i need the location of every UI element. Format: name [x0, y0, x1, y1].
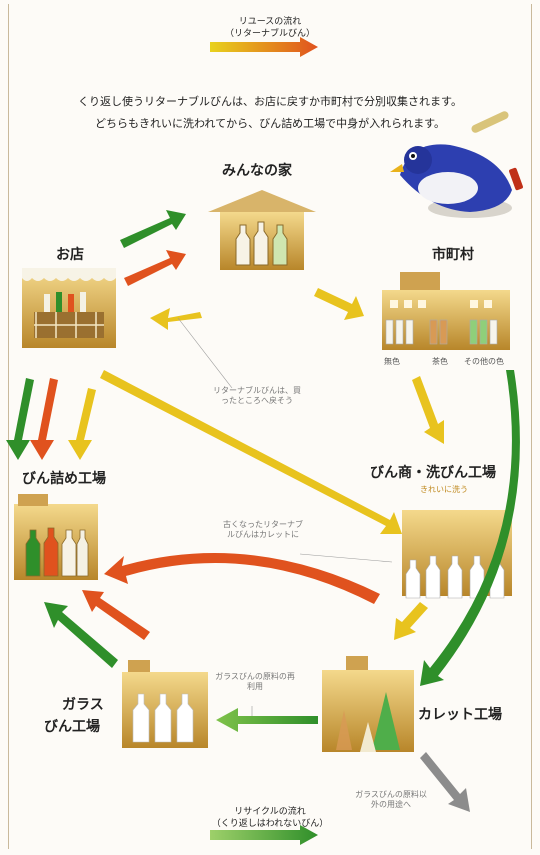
note-pointers [177, 317, 393, 716]
note-returnable-shop: リターナブルびんは、買ったところへ戻そう [213, 386, 301, 405]
node-shop: お店 [56, 247, 84, 263]
intro-line-2: どちらもきれいに洗われてから、びん詰め工場で中身が入れられます。 [94, 117, 446, 130]
node-bottle-washing: びん商・洗びん工場 [370, 465, 496, 481]
filling-factory-icon [14, 494, 98, 580]
note-cullet-main-material: ガラスびんの原料の再利用 [215, 672, 295, 691]
node-home: みんなの家 [222, 163, 292, 179]
house-icon [208, 190, 316, 270]
legend-reuse-subtitle: （リターナブルびん） [224, 29, 315, 39]
shop-icon [22, 268, 116, 348]
intro-line-1: くり返し使うリターナブルびんは、お店に戻すか市町村で分別収集されます。 [78, 95, 462, 108]
note-old-to-cullet: 古くなったリターナブルびんはカレットに [223, 520, 303, 539]
node-glass-factory-line-1: ガラス [62, 697, 104, 713]
penguin-mascot-icon [390, 111, 523, 218]
node-glass-factory-line-2: びん工場 [44, 719, 100, 735]
reuse-arrows [6, 210, 520, 812]
note-cullet-other-use: ガラスびんの原料以外の用途へ [355, 790, 427, 809]
node-filling-factory: びん詰め工場 [22, 471, 106, 487]
legend-recycle-subtitle: （くり返しはわれないびん） [211, 819, 329, 829]
glass-factory-icon [122, 660, 208, 748]
legend-recycle-arrow [210, 825, 318, 845]
legend-recycle-title: リサイクルの流れ [234, 807, 306, 817]
legend-reuse-title: リユースの流れ [238, 17, 302, 27]
node-city: 市町村 [432, 247, 474, 263]
sublabel-wash: きれいに洗う [420, 485, 468, 494]
page-frame [8, 4, 532, 849]
sublabel-other: その他の色 [464, 357, 504, 366]
node-cullet-factory: カレット工場 [418, 707, 502, 723]
legend-reuse-arrow [210, 37, 318, 57]
cullet-factory-icon [322, 656, 414, 752]
sublabel-colorless: 無色 [384, 357, 400, 366]
city-icon [382, 272, 510, 350]
sublabel-brown: 茶色 [432, 357, 448, 366]
